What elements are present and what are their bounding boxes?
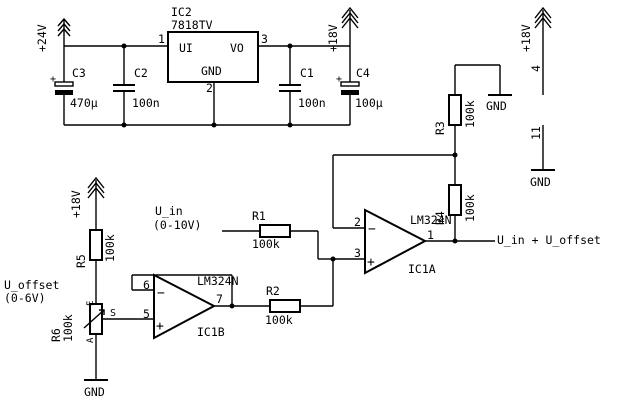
capacitor-c1-value: 100n: [298, 96, 326, 110]
capacitor-c4-name: C4: [356, 66, 370, 80]
input-signal-range: (0-10V): [153, 218, 201, 232]
regulator-pin-vo: VO: [230, 41, 244, 55]
resistor-r2: [269, 299, 301, 313]
opamp-ic1a-part: LM324N: [410, 213, 452, 227]
capacitor-c2: [113, 46, 135, 125]
opamp-ic1a-pin-plus: 3: [354, 246, 361, 260]
regulator-pin-gnd: GND: [201, 64, 222, 78]
regulator-ic2: [167, 31, 259, 83]
offset-signal-label: U_offset: [4, 278, 59, 292]
potentiometer-r6-value: 100k: [61, 314, 75, 342]
svg-text:+: +: [336, 74, 342, 85]
resistor-r3: [448, 94, 462, 126]
resistor-r4: [448, 184, 462, 216]
regulator-part: 7818TV: [171, 18, 213, 32]
offset-section: [83, 176, 108, 381]
supply-18v-symbol-reg: [341, 6, 359, 46]
output-signal-label: U_in + U_offset: [497, 233, 601, 247]
opamp-ic1b-pin-minus: 6: [143, 278, 150, 292]
svg-text:−: −: [157, 286, 165, 301]
capacitor-c3-name: C3: [72, 66, 86, 80]
supply-24v-symbol: [57, 17, 71, 46]
regulator-pin1: 1: [158, 32, 165, 46]
capacitor-c3-value: 470µ: [70, 96, 98, 110]
regulator-pin3: 3: [261, 32, 268, 46]
capacitor-c4-value: 100µ: [355, 96, 383, 110]
resistor-r5: [89, 229, 103, 261]
capacitor-c3: +: [50, 46, 74, 125]
supply-24v-label: +24V: [35, 24, 49, 52]
resistor-r4-name: R4: [433, 211, 447, 225]
svg-text:+: +: [50, 74, 56, 85]
supply-18v-label-ic1: +18V: [519, 24, 533, 52]
gnd-label-r3: GND: [486, 99, 507, 113]
capacitor-c4: +: [336, 46, 360, 125]
resistor-r5-value: 100k: [103, 234, 117, 262]
capacitor-c1-name: C1: [300, 66, 314, 80]
resistor-r1-name: R1: [252, 209, 266, 223]
opamp-ic1b-pin-plus: 5: [143, 307, 150, 321]
resistor-r4-value: 100k: [463, 194, 477, 222]
svg-text:+: +: [156, 319, 164, 334]
opamp-ic1a-pin-out: 1: [427, 228, 434, 242]
capacitor-c1: [279, 46, 301, 125]
regulator-pin2: 2: [206, 81, 213, 95]
opamp-ic1b: − +: [96, 273, 270, 340]
ic1-power-section: +18V 4 11 GND: [519, 6, 555, 189]
opamp-ic1a-name: IC1A: [408, 262, 436, 276]
capacitor-c2-value: 100n: [132, 96, 160, 110]
supply-18v-label-offset: +18V: [69, 190, 83, 218]
offset-signal-range: (0-6V): [4, 291, 46, 305]
capacitor-c2-name: C2: [134, 66, 148, 80]
power-supply-section: +24V +18V IC2 7818TV UI VO GND 1 3 2: [35, 5, 383, 128]
resistor-r2-value: 100k: [265, 313, 293, 327]
gnd-label-offset: GND: [84, 385, 105, 399]
resistor-r2-name: R2: [266, 284, 280, 298]
potentiometer-r6-pin-s: S: [110, 308, 116, 319]
potentiometer-r6-pin-a: A: [86, 337, 96, 343]
gnd-label-ic1: GND: [530, 175, 551, 189]
opamp-ic1b-part: LM324N: [197, 274, 239, 288]
resistor-r1: [259, 224, 291, 238]
resistor-r3-name: R3: [433, 121, 447, 135]
input-section: [222, 224, 336, 262]
potentiometer-r6-pin-e: E: [86, 301, 96, 306]
opamp-ic1b-name: IC1B: [197, 325, 225, 339]
resistor-r3-value: 100k: [463, 100, 477, 128]
regulator-pin-ui: UI: [179, 41, 193, 55]
ic1-pin4: 4: [529, 65, 543, 72]
regulator-name: IC2: [171, 5, 192, 19]
resistor-r5-name: R5: [74, 254, 88, 268]
potentiometer-r6: [89, 303, 103, 335]
svg-text:+: +: [367, 255, 375, 270]
ic1-pin11: 11: [529, 126, 543, 140]
opamp-ic1a: − +: [332, 155, 495, 275]
resistor-r1-value: 100k: [252, 237, 280, 251]
potentiometer-r6-name: R6: [49, 328, 63, 342]
svg-text:−: −: [368, 222, 376, 237]
supply-18v-label-reg: +18V: [326, 24, 340, 52]
opamp-ic1b-pin-out: 7: [216, 292, 223, 306]
opamp-ic1a-pin-minus: 2: [354, 215, 361, 229]
feedback-divider: GND R3 100k R4 100k: [333, 64, 512, 240]
input-signal-label: U_in: [155, 204, 183, 218]
